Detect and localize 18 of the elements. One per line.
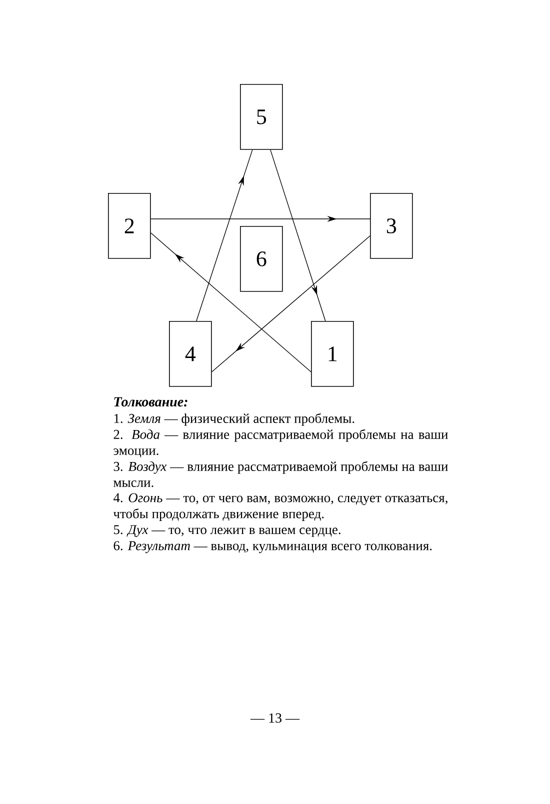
card-box: 6 [240, 226, 283, 292]
list-item: 1. Земля — физический аспект проблемы. [114, 413, 354, 426]
list-item: 2. Вода — влияние рассматриваемой проблемы на ваши эмоции. [114, 429, 448, 458]
arrow [211, 236, 370, 372]
list-item: 3. Воздух — влияние рассматриваемой проблемы на ваши мысли. [114, 461, 448, 488]
card-box: 5 [240, 84, 283, 150]
card-box: 2 [108, 193, 151, 259]
list-item: 5. Дух — то, что лежит в вашем сердце. [114, 525, 340, 537]
arrow [196, 149, 253, 322]
card-box: 3 [370, 193, 413, 259]
list-item: 6. Результат — вывод, кульминация всего толкования. [114, 541, 432, 554]
card-box: 4 [169, 321, 212, 387]
heading: Толкование: [114, 397, 188, 407]
list-item: 4. Огонь — то, от чего вам, возможно, следует отказаться, чтобы продолжать движение вперед. [113, 493, 448, 522]
arrow [150, 232, 312, 372]
card-box: 1 [311, 321, 354, 387]
page-number: — 13 — [250, 713, 300, 723]
arrow [270, 149, 326, 322]
